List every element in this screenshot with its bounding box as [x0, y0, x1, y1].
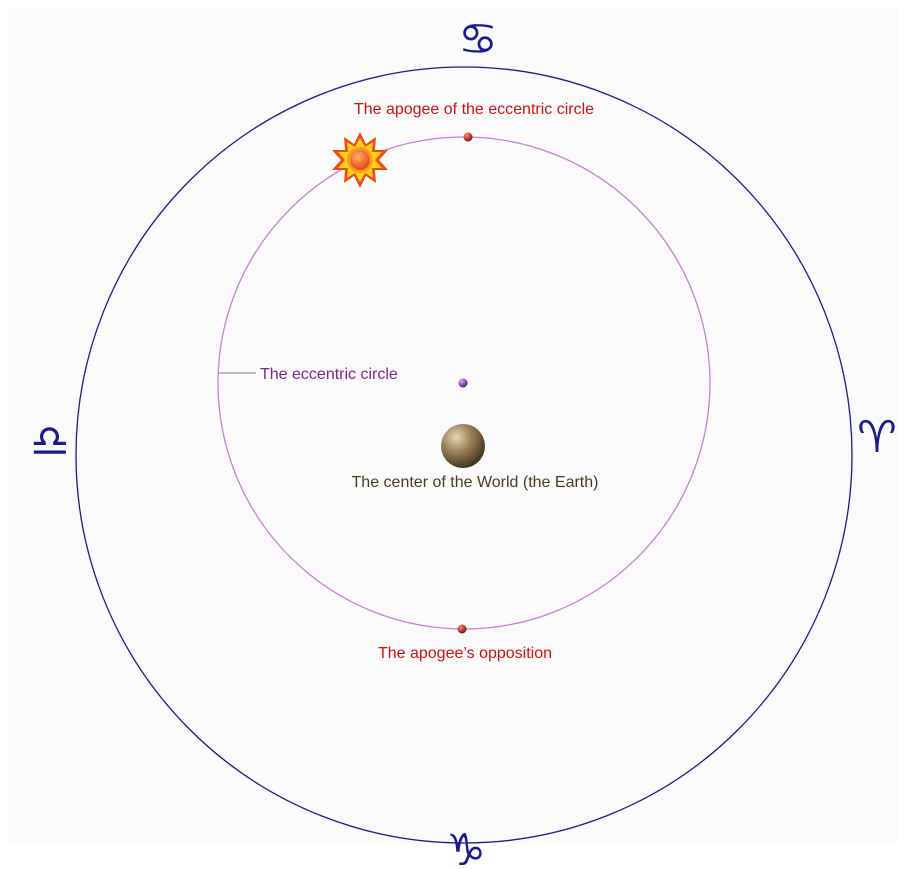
sun-icon: [332, 132, 388, 188]
apogee-label: The apogee of the eccentric circle: [354, 101, 594, 118]
zodiac-circle: [75, 66, 853, 844]
opposition-dot: [457, 624, 467, 634]
background-panel: [8, 8, 898, 843]
cancer-sign-icon: ♋: [458, 14, 497, 65]
aries-sign-icon: ♈: [857, 412, 896, 463]
libra-sign-icon: ♎: [30, 416, 69, 467]
capricorn-sign-icon: ♑: [446, 825, 485, 869]
apogee-dot: [463, 132, 473, 142]
eccentric-circle-label: The eccentric circle: [260, 366, 398, 383]
earth-sphere-icon: [441, 424, 485, 468]
opposition-label: The apogee’s opposition: [378, 645, 552, 662]
eccentric-center-dot: [458, 378, 468, 388]
earth-label: The center of the World (the Earth): [352, 474, 599, 491]
